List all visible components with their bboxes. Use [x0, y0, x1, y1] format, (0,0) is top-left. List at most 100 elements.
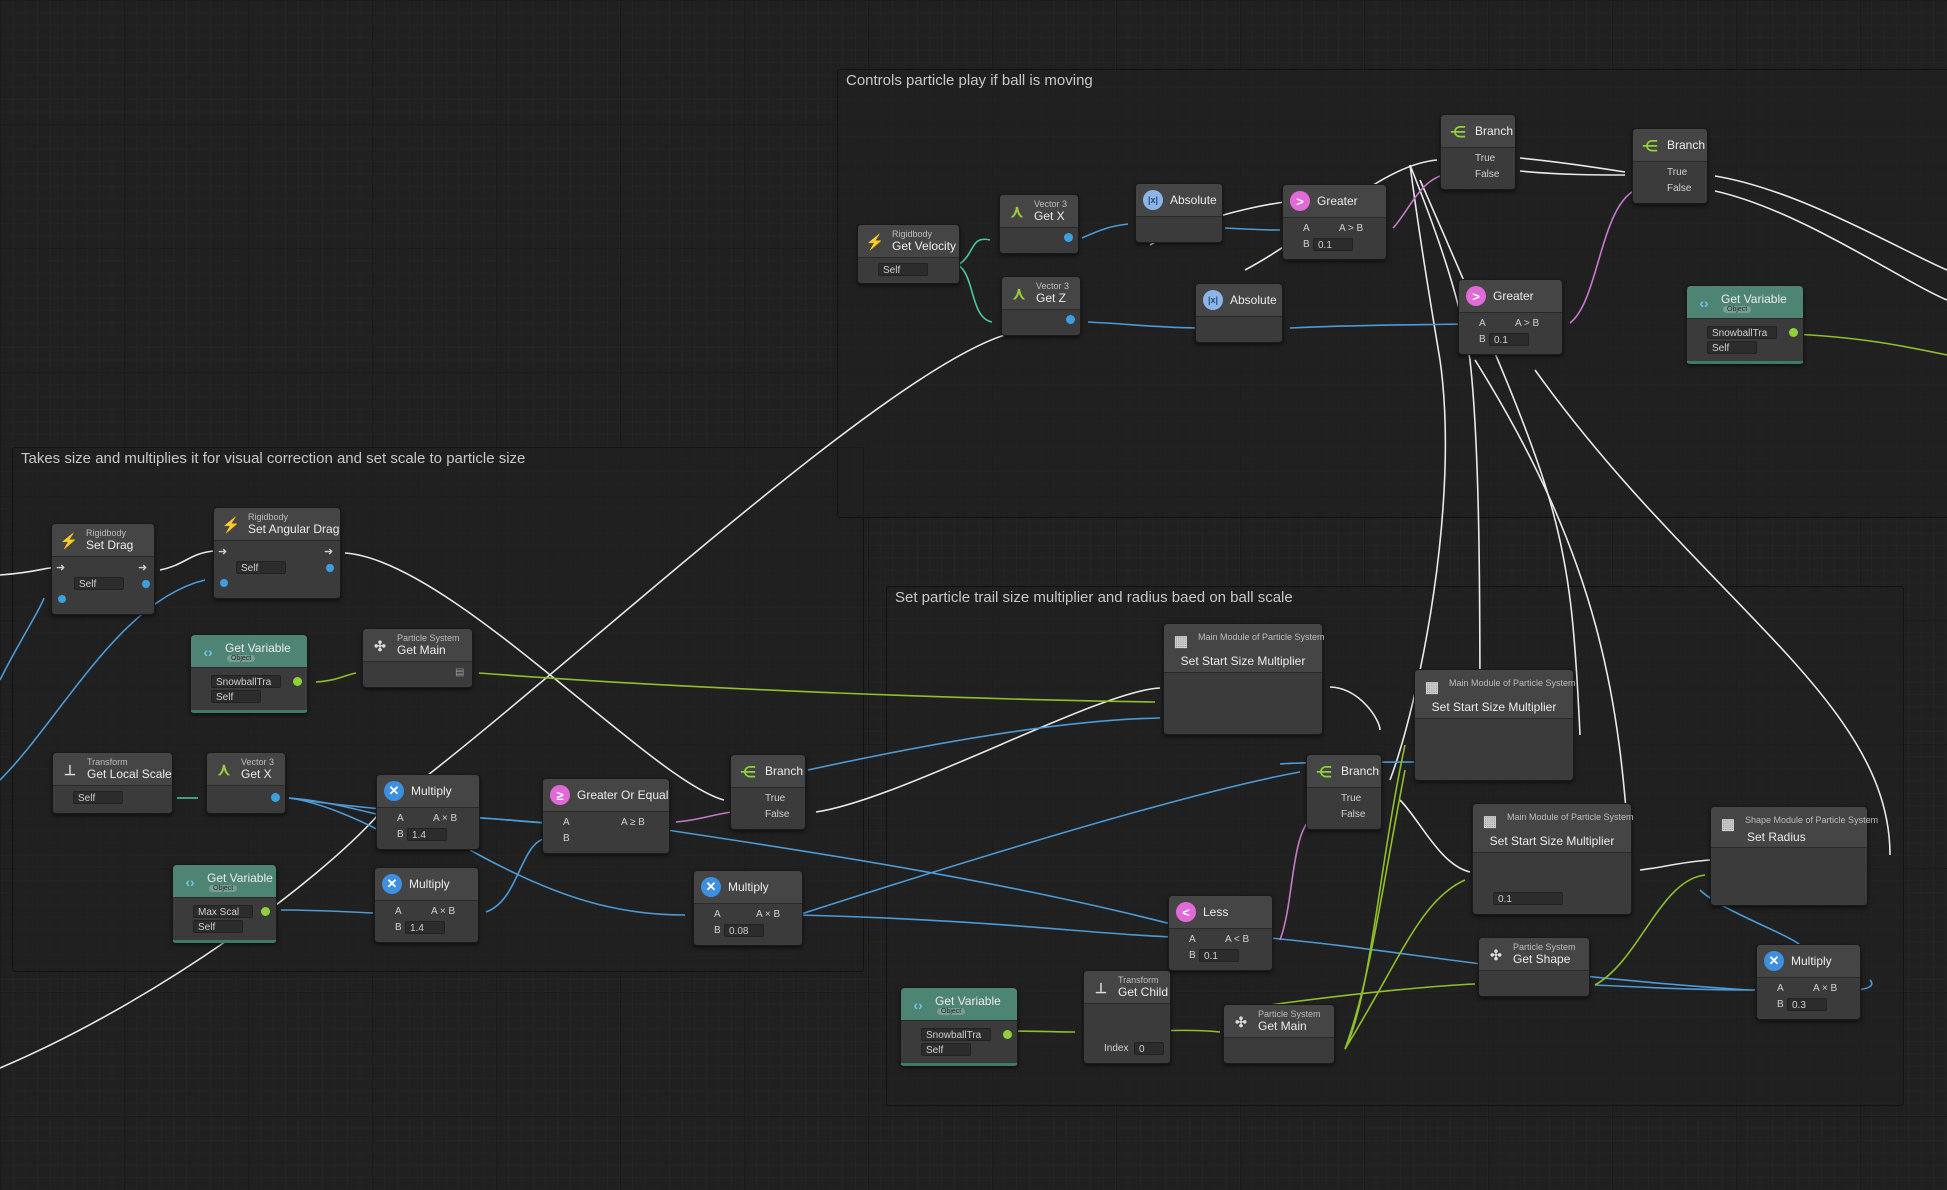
node-branch[interactable]: ⋲ Branch True False	[1440, 114, 1516, 190]
variable-name-field[interactable]: Max Scal	[193, 905, 253, 918]
node-title: Get Main	[397, 643, 446, 657]
node-get-variable[interactable]: ‹› Get Variable Object Max Scal Self	[172, 864, 277, 943]
node-title: Set Radius	[1747, 830, 1806, 844]
flow-out-port[interactable]: ➜	[324, 546, 334, 558]
input-b-field[interactable]: 1.4	[407, 828, 447, 841]
object-out-port[interactable]	[1789, 328, 1798, 337]
node-greater[interactable]: > Greater A A > B B 0.1	[1458, 279, 1563, 355]
self-field[interactable]: Self	[193, 920, 243, 933]
input-b-label: B	[1479, 334, 1486, 345]
input-b-field[interactable]: 0.3	[1787, 998, 1827, 1011]
node-set-drag[interactable]: ⚡ Rigidbody Set Drag ➜ ➜ Self	[51, 523, 155, 615]
float-out-port[interactable]	[142, 580, 150, 588]
node-branch[interactable]: ⋲ Branch True False	[1632, 128, 1708, 204]
node-set-angular-drag[interactable]: ⚡ Rigidbody Set Angular Drag ➜ ➜ Self	[213, 507, 341, 599]
node-get-variable[interactable]: ‹› Get Variable Object SnowballTra Self	[1686, 285, 1804, 364]
node-get-variable[interactable]: ‹› Get Variable Object SnowballTra Self	[190, 634, 308, 713]
node-get-variable[interactable]: ‹› Get Variable Object SnowballTra Self	[900, 987, 1018, 1066]
self-field[interactable]: Self	[74, 577, 124, 590]
output-label: A × B	[1813, 983, 1838, 994]
node-get-local-scale[interactable]: ⊥ Transform Get Local Scale Self	[52, 752, 173, 814]
module-icon: ▦	[1482, 813, 1498, 830]
node-multiply[interactable]: ✕ Multiply A A × B B 1.4	[374, 867, 479, 943]
node-get-child[interactable]: ⊥ Transform Get Child Index 0	[1083, 970, 1171, 1064]
node-get-main[interactable]: ✣ Particle System Get Main	[1223, 1004, 1335, 1064]
node-get-shape[interactable]: ✣ Particle System Get Shape	[1478, 937, 1590, 997]
node-title: Absolute	[1230, 293, 1277, 307]
self-field[interactable]: Self	[921, 1043, 971, 1056]
node-title: Greater	[1317, 194, 1358, 208]
object-out-port[interactable]	[293, 677, 302, 686]
self-field[interactable]: Self	[1707, 341, 1757, 354]
node-title: Get Variable	[935, 994, 1001, 1008]
variable-name-field[interactable]: SnowballTra	[211, 675, 281, 688]
node-multiply[interactable]: ✕ Multiply A A × B B 1.4	[376, 774, 480, 850]
node-greater[interactable]: > Greater A A > B B 0.1	[1282, 184, 1387, 260]
node-set-start-size-multiplier[interactable]: ▦ Main Module of Particle System Set Sta…	[1414, 669, 1576, 781]
self-field[interactable]: Self	[73, 791, 123, 804]
index-field[interactable]: 0	[1134, 1042, 1164, 1055]
float-port[interactable]	[58, 595, 66, 603]
node-branch[interactable]: ⋲ Branch True False	[730, 754, 806, 830]
node-vector3-get-x[interactable]: ⋏ Vector 3 Get X	[206, 752, 286, 814]
self-field[interactable]: Self	[236, 561, 286, 574]
node-absolute[interactable]: |x| Absolute	[1135, 183, 1223, 243]
node-branch[interactable]: ⋲ Branch True False	[1306, 754, 1382, 830]
module-icon: ▦	[1720, 816, 1736, 833]
input-a-label: A	[563, 817, 570, 828]
variable-name-field[interactable]: SnowballTra	[1707, 326, 1777, 339]
node-set-start-size-multiplier[interactable]: ▦ Main Module of Particle System Set Sta…	[1163, 623, 1325, 735]
node-category: Vector 3	[1036, 281, 1070, 291]
node-set-radius[interactable]: ▦ Shape Module of Particle System Set Ra…	[1710, 806, 1878, 906]
value-field[interactable]: 0.1	[1493, 892, 1563, 905]
node-vector3-get-z[interactable]: ⋏ Vector 3 Get Z	[1001, 276, 1081, 336]
input-b-field[interactable]: 0.1	[1199, 949, 1239, 962]
flow-out-port[interactable]: ➜	[138, 562, 148, 574]
node-get-velocity[interactable]: ⚡ Rigidbody Get Velocity Self	[857, 224, 960, 284]
node-header: ▦ Main Module of Particle System Set Sta…	[1415, 670, 1576, 719]
flow-in-port[interactable]: ➜	[218, 546, 228, 558]
float-out-port[interactable]	[1064, 233, 1073, 242]
float-port[interactable]	[220, 579, 228, 587]
input-a-label: A	[1189, 934, 1196, 945]
object-out-port[interactable]	[1003, 1030, 1012, 1039]
node-get-main[interactable]: ✣ Particle System Get Main ▤	[362, 628, 473, 688]
node-category: Vector 3	[241, 757, 275, 767]
node-absolute[interactable]: |x| Absolute	[1195, 283, 1283, 343]
input-b-field[interactable]: 0.1	[1313, 238, 1353, 251]
input-b-field[interactable]: 0.1	[1489, 333, 1529, 346]
flow-in-port[interactable]: ➜	[56, 562, 66, 574]
node-multiply[interactable]: ✕ Multiply A A × B B 0.3	[1756, 944, 1861, 1020]
edge-flow	[1519, 157, 1626, 173]
self-field[interactable]: Self	[211, 690, 261, 703]
object-out-port[interactable]	[261, 907, 270, 916]
node-set-start-size-multiplier[interactable]: ▦ Main Module of Particle System Set Sta…	[1472, 803, 1634, 915]
float-out-port[interactable]	[1066, 315, 1075, 324]
group-title: Set particle trail size multiplier and r…	[895, 589, 1293, 606]
node-header: ▦ Shape Module of Particle System Set Ra…	[1711, 807, 1878, 848]
variable-name-field[interactable]: SnowballTra	[921, 1028, 991, 1041]
output-label: A × B	[431, 906, 456, 917]
node-vector3-get-x[interactable]: ⋏ Vector 3 Get X	[999, 194, 1079, 254]
float-out-port[interactable]	[271, 793, 280, 802]
input-b-field[interactable]: 1.4	[405, 921, 445, 934]
edge-object	[1594, 874, 1706, 986]
input-b-field[interactable]: 0.08	[724, 924, 764, 937]
module-out-icon[interactable]: ▤	[455, 667, 465, 678]
edge-object	[1344, 744, 1406, 1050]
edge-bool	[675, 811, 733, 823]
absolute-icon: |x|	[1203, 290, 1223, 310]
node-multiply[interactable]: ✕ Multiply A A × B B 0.08	[693, 870, 803, 946]
edge-flow	[1714, 175, 1947, 271]
node-less[interactable]: < Less A A < B B 0.1	[1168, 895, 1273, 971]
edge-float	[469, 849, 686, 916]
compare-icon: >	[1466, 286, 1486, 306]
node-greater-or-equal[interactable]: ≥ Greater Or Equal A A ≥ B B	[542, 778, 670, 854]
edge-float	[1289, 323, 1469, 329]
node-title: Greater Or Equal	[577, 788, 669, 802]
float-out-port[interactable]	[326, 564, 334, 572]
edge-flow	[1534, 369, 1891, 856]
edge-object	[1344, 769, 1406, 1050]
self-field[interactable]: Self	[878, 263, 928, 276]
